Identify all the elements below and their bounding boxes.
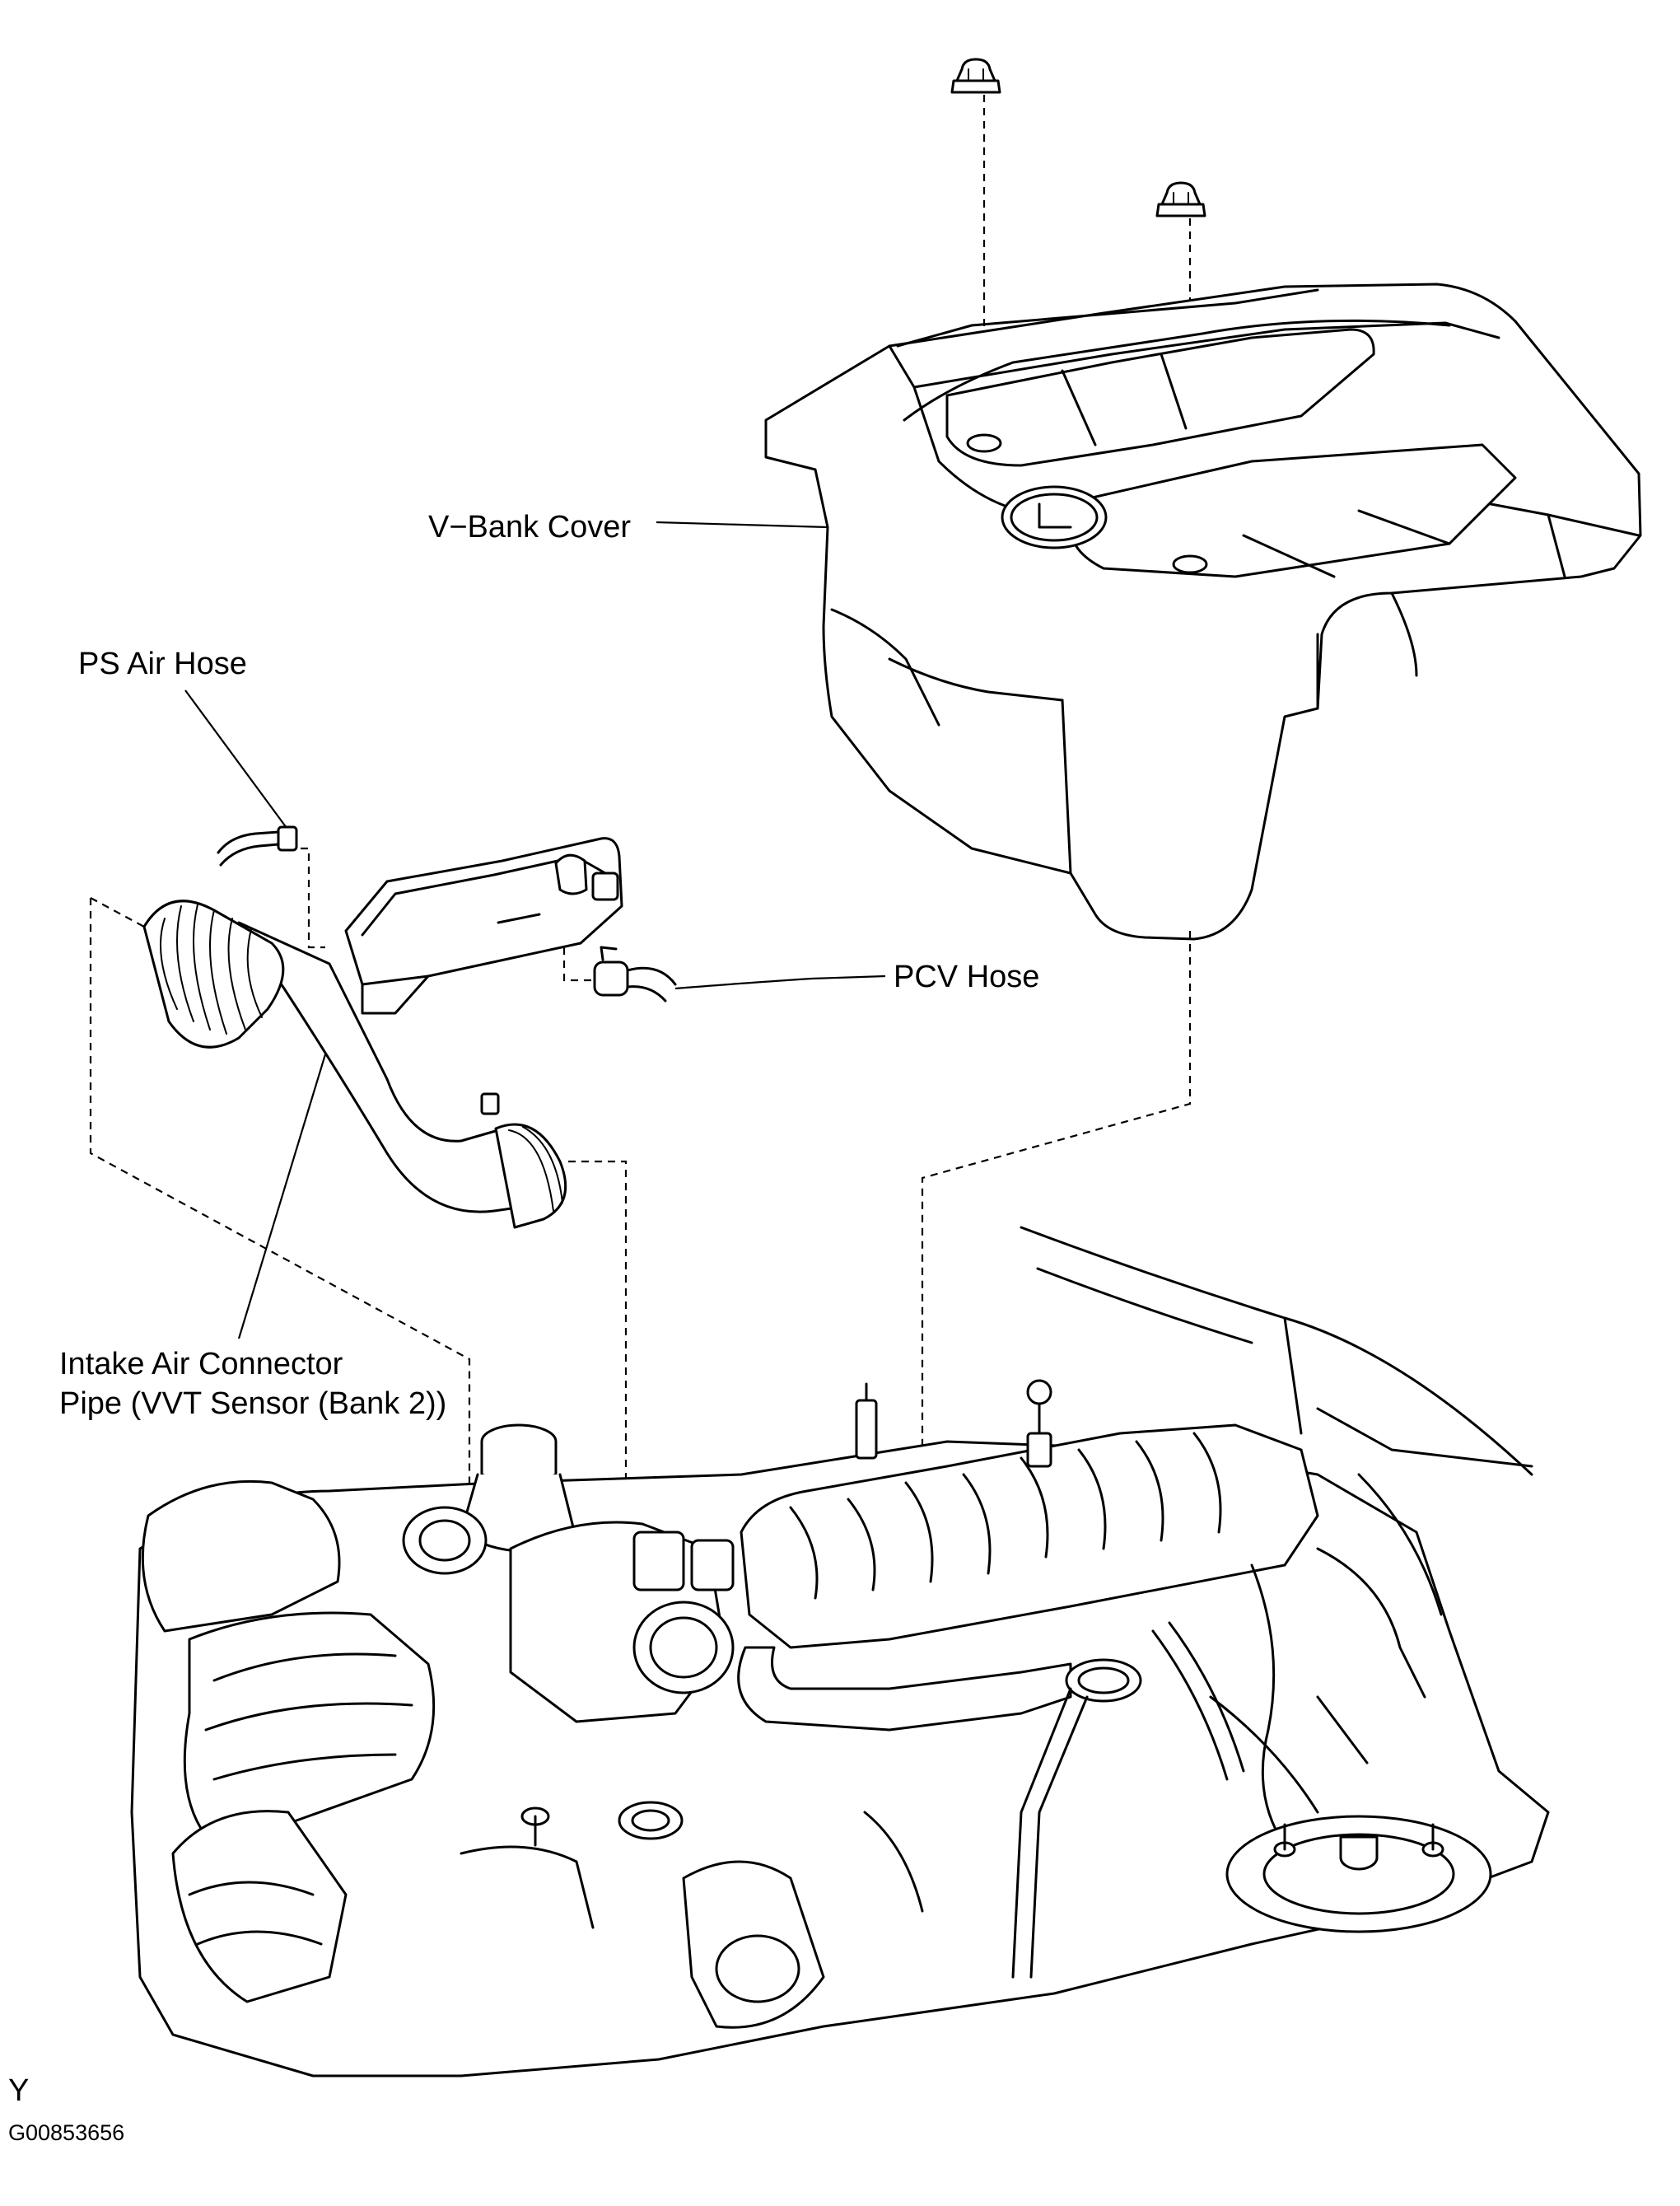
lexus-emblem-icon bbox=[1001, 485, 1108, 549]
footer-letter: Y bbox=[8, 2073, 29, 2108]
v-bank-cover bbox=[764, 283, 1642, 941]
air-flow-meter bbox=[344, 837, 623, 1015]
throttle-body bbox=[632, 1601, 735, 1694]
ps-air-hose-label: PS Air Hose bbox=[78, 647, 247, 681]
v-bank-cover-label: V−Bank Cover bbox=[428, 510, 631, 544]
pcv-hose-label: PCV Hose bbox=[894, 960, 1039, 994]
bolt-icon bbox=[950, 58, 1001, 94]
intake-air-connector-pipe bbox=[142, 900, 567, 1229]
ps-air-hose bbox=[217, 825, 298, 867]
oil-filler-cap bbox=[460, 1423, 578, 1553]
intake-air-connector-label-line2: Pipe (VVT Sensor (Bank 2)) bbox=[59, 1386, 446, 1421]
intake-air-connector-label-line1: Intake Air Connector bbox=[59, 1347, 343, 1381]
intake-manifold bbox=[740, 1423, 1319, 1649]
strut-mount bbox=[1225, 1815, 1492, 1933]
dipstick bbox=[1011, 1658, 1142, 1979]
engine-assembly bbox=[130, 1226, 1550, 2077]
figure-code: G00853656 bbox=[8, 2120, 124, 2145]
bolt-icon bbox=[1155, 181, 1206, 217]
pcv-hose bbox=[593, 946, 677, 1003]
